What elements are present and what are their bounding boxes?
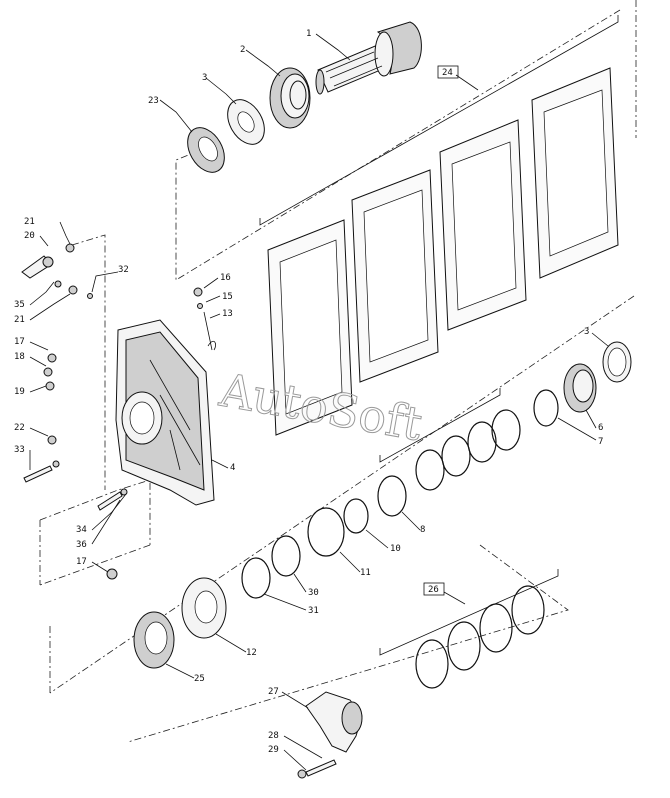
callout-16: 16 (220, 273, 231, 283)
thrust-washer (227, 99, 265, 145)
callout-34: 34 (76, 525, 87, 535)
callout-33: 33 (14, 445, 25, 455)
pinion-shaft (315, 21, 422, 95)
callout-21: 21 (24, 217, 35, 227)
ring-30 (271, 535, 301, 577)
disc-pack-8 (377, 409, 521, 517)
callout-22: 22 (14, 423, 25, 433)
callout-12: 12 (246, 648, 257, 658)
gasket-stack (267, 67, 619, 436)
callout-27: 27 (268, 687, 279, 697)
bolt-28-29 (297, 759, 337, 779)
callout-11: 11 (360, 568, 371, 578)
side-bearing (563, 363, 597, 413)
callout-26: 26 (428, 585, 439, 595)
callout-4: 4 (230, 463, 235, 473)
callout-7: 7 (598, 437, 603, 447)
callout-3: 3 (202, 73, 207, 83)
plate-12 (181, 577, 227, 639)
callout-17: 17 (14, 337, 25, 347)
ring-10 (343, 498, 369, 534)
output-yoke (305, 691, 363, 753)
callout-36: 36 (76, 540, 87, 550)
callout-18: 18 (14, 352, 25, 362)
callout-8: 8 (420, 525, 425, 535)
callout-30: 30 (308, 588, 319, 598)
callout-28: 28 (268, 731, 279, 741)
callout-24: 24 (442, 68, 453, 78)
group-brackets (259, 15, 619, 656)
callout-23: 23 (148, 96, 159, 106)
callout-17b: 17 (76, 557, 87, 567)
taper-bearing (269, 67, 311, 129)
callout-3b: 3 (584, 327, 589, 337)
side-bearing-race (602, 341, 632, 383)
main-housing (115, 319, 215, 506)
callout-31: 31 (308, 606, 319, 616)
callout-29: 29 (268, 745, 279, 755)
callout-10: 10 (390, 544, 401, 554)
seal-25 (133, 611, 175, 669)
callout-1: 1 (306, 29, 311, 39)
group-callout-boxes (423, 65, 459, 596)
callout-13: 13 (222, 309, 233, 319)
callout-32: 32 (118, 265, 129, 275)
callout-20: 20 (24, 231, 35, 241)
callout-labels: 1 2 3 23 24 21 20 32 35 21 17 18 19 22 3… (14, 29, 603, 755)
callout-35: 35 (14, 300, 25, 310)
callout-19: 19 (14, 387, 25, 397)
callout-25: 25 (194, 674, 205, 684)
ring-11 (307, 507, 345, 557)
ring-31 (241, 557, 271, 599)
callout-15: 15 (222, 292, 233, 302)
callout-6: 6 (598, 423, 603, 433)
callout-leaders (29, 33, 609, 771)
shim-7 (533, 389, 559, 427)
shaft-seal (187, 127, 225, 173)
left-hardware (21, 243, 216, 580)
disc-pack-26 (415, 585, 545, 689)
callout-2: 2 (240, 45, 245, 55)
callout-21b: 21 (14, 315, 25, 325)
